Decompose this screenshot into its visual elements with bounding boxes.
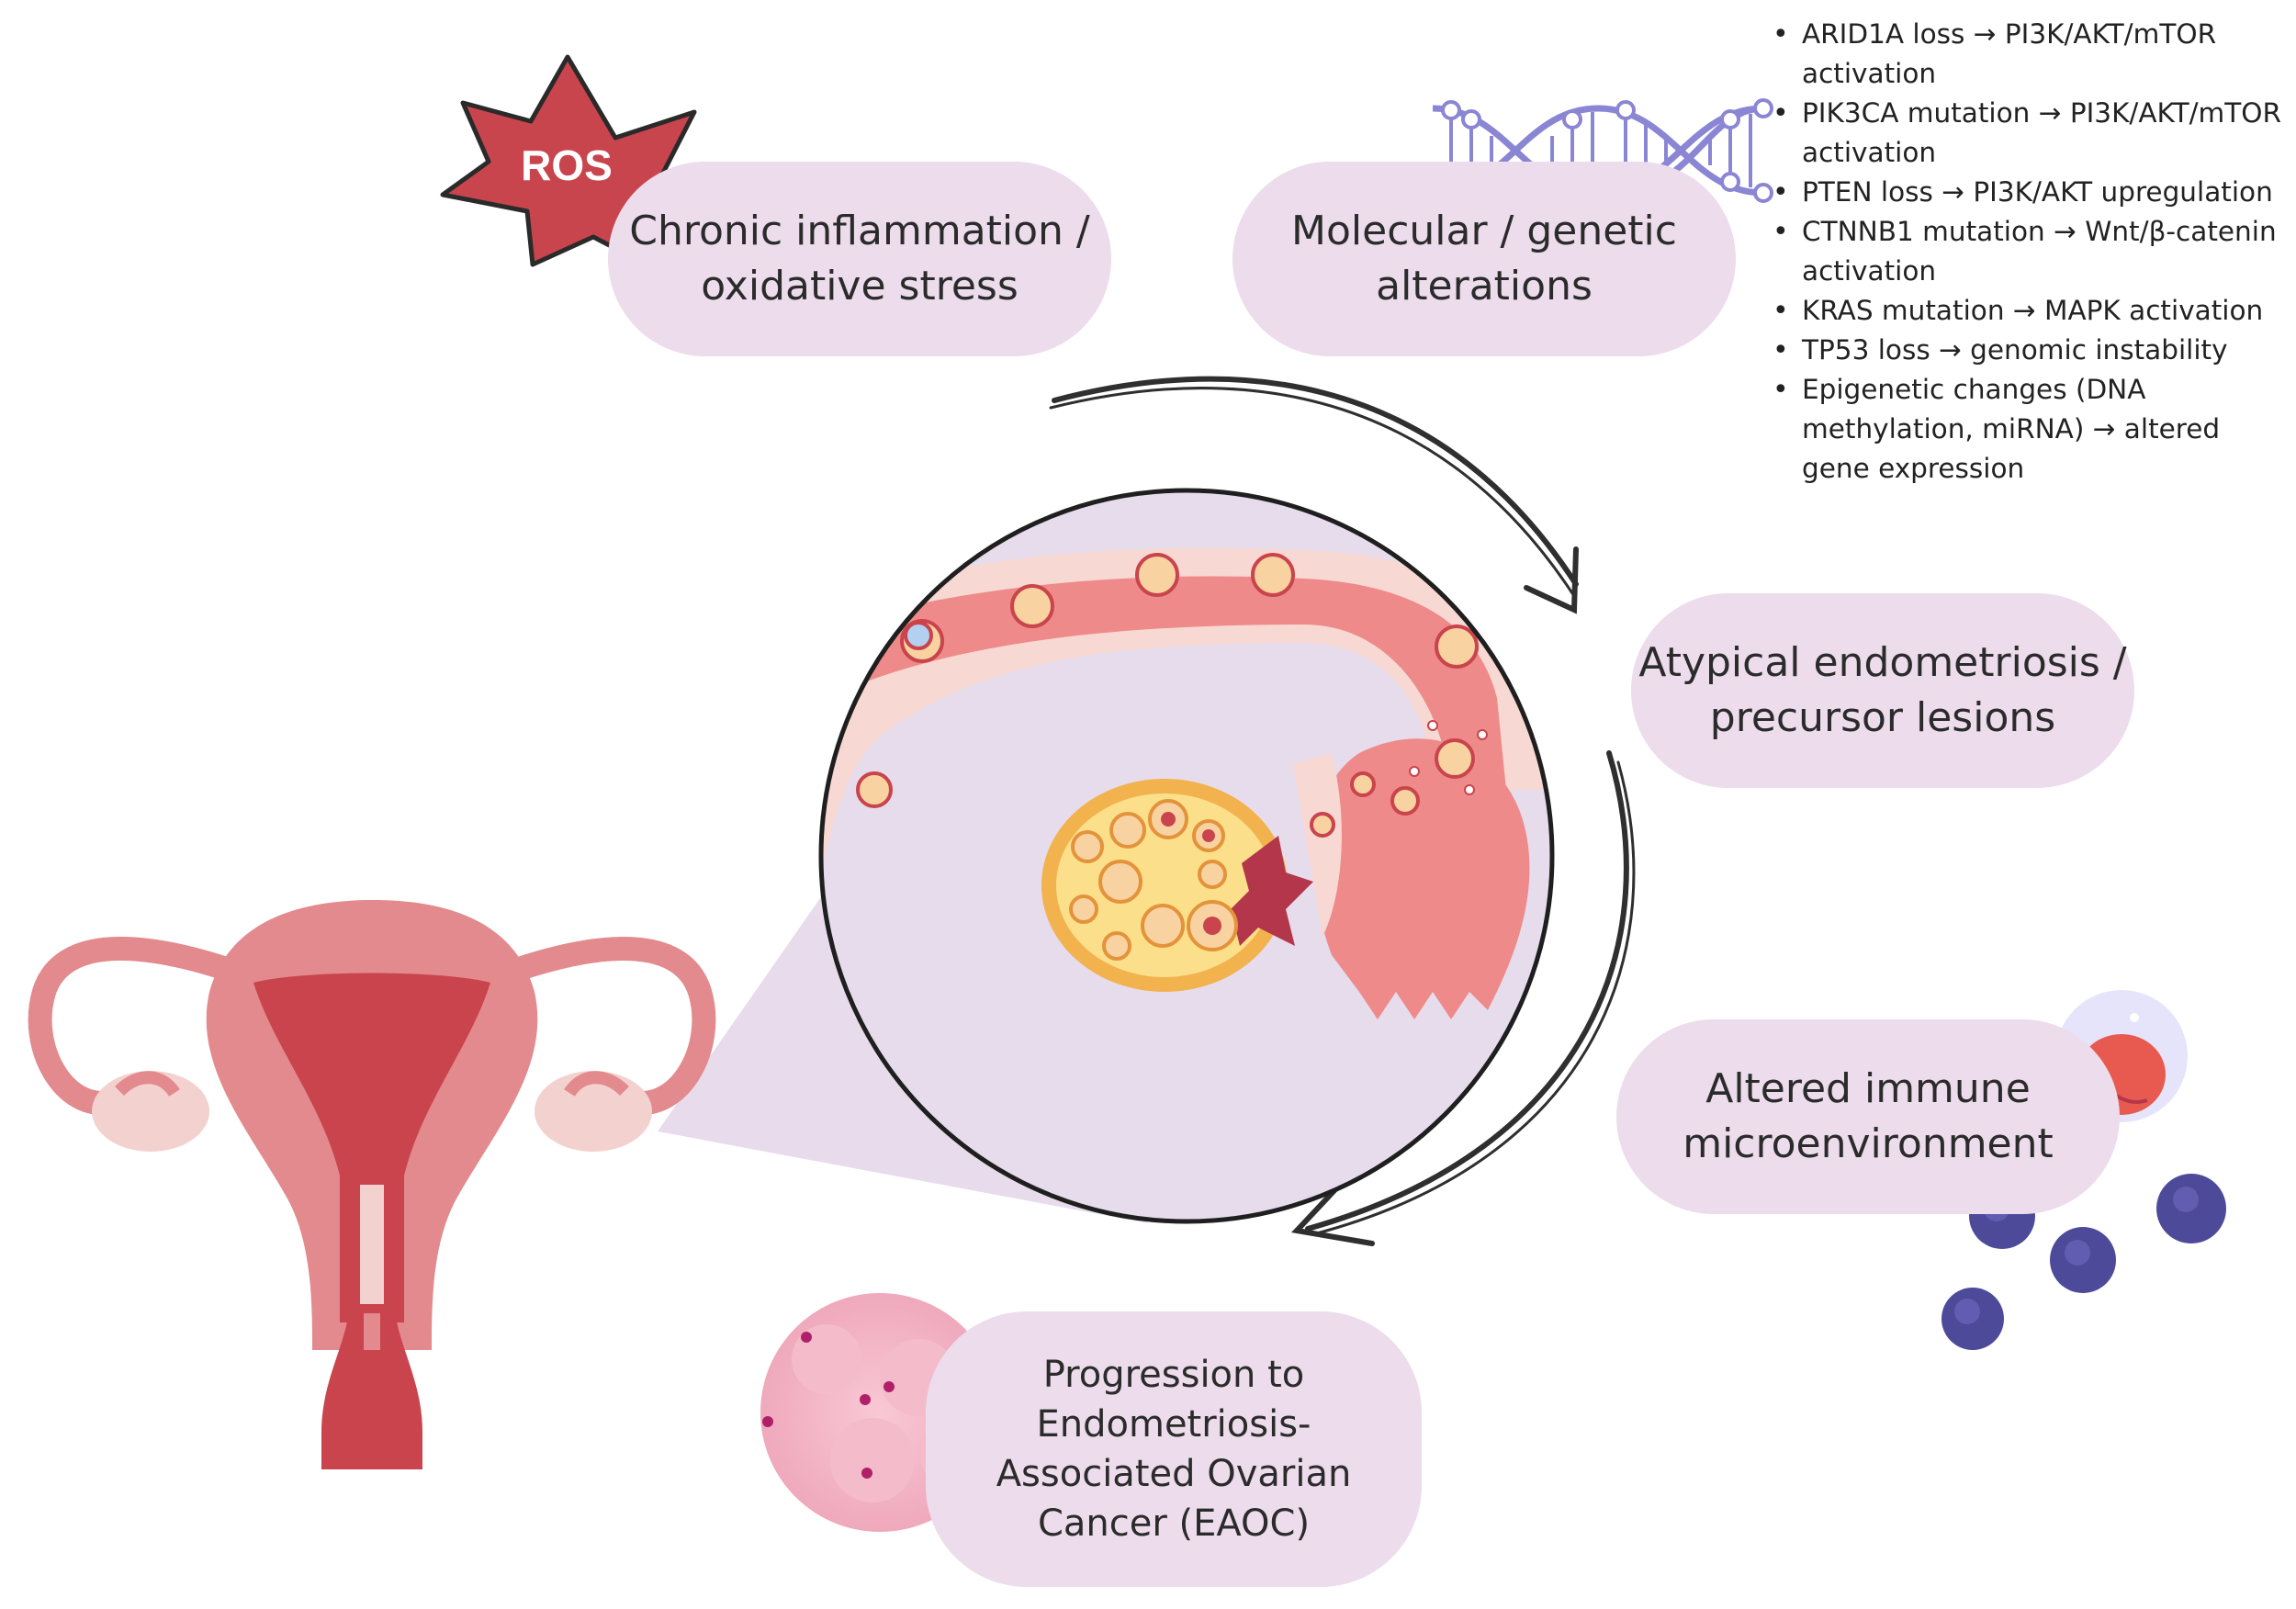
box-atypical-endometriosis-label: Atypical endometriosis / precursor lesio… — [1638, 639, 2127, 741]
box-chronic-inflammation-label: Chronic inflammation / oxidative stress — [629, 208, 1090, 309]
box-immune-microenvironment: Altered immune microenvironment — [1616, 1019, 2120, 1214]
ros-label: ROS — [521, 141, 613, 189]
box-molecular-alterations: Molecular / genetic alterations — [1232, 162, 1736, 356]
list-item: PIK3CA mutation → PI3K/AKT/mTOR activati… — [1769, 94, 2296, 173]
list-item: PTEN loss → PI3K/AKT upregulation — [1769, 173, 2296, 212]
list-item: CTNNB1 mutation → Wnt/β-catenin activati… — [1769, 212, 2296, 291]
box-eaoc-progression: Progression to Endometriosis- Associated… — [926, 1311, 1422, 1587]
box-eaoc-progression-label: Progression to Endometriosis- Associated… — [996, 1354, 1352, 1545]
zoom-circle — [818, 488, 1555, 1224]
mutation-list: ARID1A loss → PI3K/AKT/mTOR activation P… — [1769, 15, 2296, 489]
box-chronic-inflammation: Chronic inflammation / oxidative stress — [608, 162, 1111, 356]
list-item: Epigenetic changes (DNA methylation, miR… — [1769, 370, 2296, 489]
list-item: ARID1A loss → PI3K/AKT/mTOR activation — [1769, 15, 2296, 94]
box-atypical-endometriosis: Atypical endometriosis / precursor lesio… — [1631, 593, 2134, 788]
cycle-arrow-top — [1049, 376, 1579, 614]
box-molecular-alterations-label: Molecular / genetic alterations — [1291, 208, 1677, 309]
uterus-illustration — [28, 900, 716, 1469]
list-item: TP53 loss → genomic instability — [1769, 331, 2296, 370]
list-item: KRAS mutation → MAPK activation — [1769, 291, 2296, 331]
box-immune-microenvironment-label: Altered immune microenvironment — [1683, 1065, 2054, 1167]
